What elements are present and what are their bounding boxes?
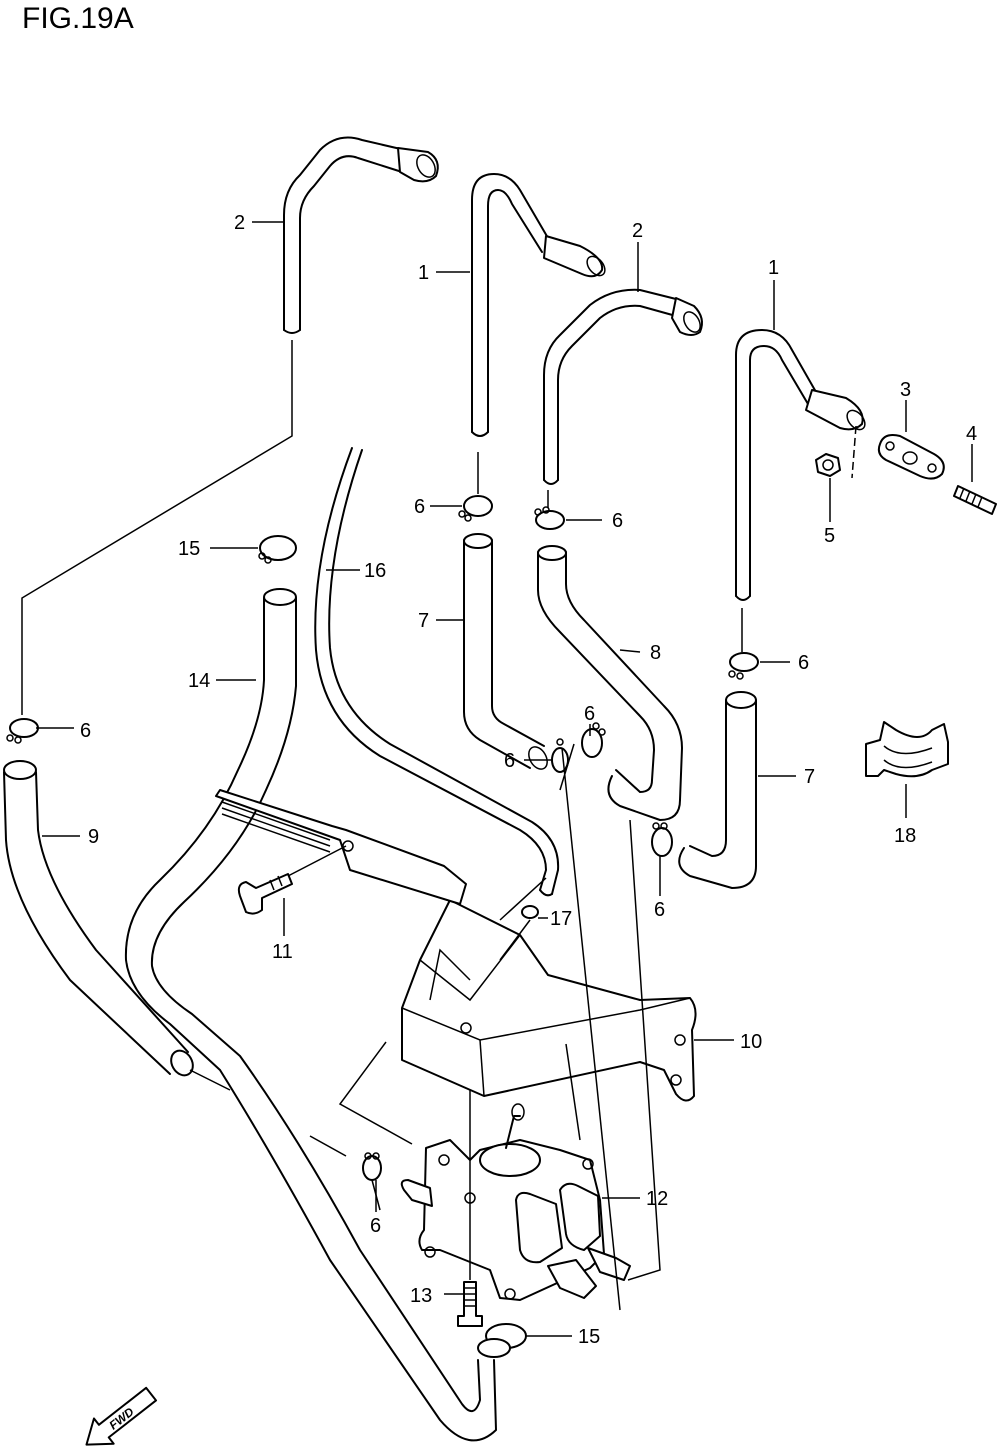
clip-part-6-e	[581, 722, 606, 758]
clamp-part-18	[865, 721, 949, 778]
hose-part-7-left	[463, 533, 548, 770]
callout-6-d: 6	[80, 720, 91, 742]
callout-6-c: 6	[798, 652, 809, 674]
hose-part-7-right	[678, 691, 757, 889]
clip-part-6-f	[551, 738, 569, 773]
clip-part-6-b	[534, 506, 565, 530]
callout-14: 14	[188, 670, 210, 692]
callout-12: 12	[646, 1188, 668, 1210]
callout-6-e: 6	[584, 703, 595, 725]
clip-part-6-c	[728, 652, 759, 680]
bolt-part-11	[237, 845, 347, 915]
clip-part-6-h	[362, 1152, 382, 1181]
callout-16: 16	[364, 560, 386, 582]
callout-10: 10	[740, 1031, 762, 1053]
callout-2-center: 2	[632, 220, 643, 242]
callout-1-left: 1	[418, 262, 429, 284]
callout-1-right: 1	[768, 257, 779, 279]
callout-6-a: 6	[414, 496, 425, 518]
tube-part-16	[314, 447, 560, 897]
hose-part-1-left	[471, 173, 606, 437]
hose-part-14	[124, 588, 511, 1442]
clip-part-6-a	[458, 495, 493, 522]
callout-2-left: 2	[234, 212, 245, 234]
figure-title: FIG.19A	[22, 2, 134, 35]
clip-part-6-d	[6, 718, 39, 744]
bolt-part-13	[457, 1281, 483, 1327]
callout-17: 17	[550, 908, 572, 930]
hose-part-8	[537, 545, 683, 821]
valve-part-12	[400, 1103, 631, 1301]
hose-part-9	[3, 760, 194, 1077]
callout-7-right: 7	[804, 766, 815, 788]
callout-4: 4	[966, 423, 977, 445]
stud-bolt-part-4	[953, 485, 997, 515]
strap-bracket	[215, 789, 467, 905]
callout-9: 9	[88, 826, 99, 848]
callout-5: 5	[824, 525, 835, 547]
callout-6-h: 6	[370, 1215, 381, 1237]
callout-18: 18	[894, 825, 916, 847]
callout-8: 8	[650, 642, 661, 664]
callout-6-f: 6	[504, 750, 515, 772]
grommet-part-17	[521, 905, 539, 919]
hose-part-1-right	[735, 329, 866, 601]
gasket-part-3	[877, 434, 945, 480]
callout-15-bottom: 15	[578, 1326, 600, 1348]
callout-7-left: 7	[418, 610, 429, 632]
assembly-lines	[21, 340, 743, 1311]
callout-11: 11	[272, 941, 293, 963]
callout-13: 13	[410, 1285, 432, 1307]
forward-arrow-icon: FWD	[85, 1386, 158, 1446]
callout-15-top: 15	[178, 538, 200, 560]
callout-6-b: 6	[612, 510, 623, 532]
bracket-part-10	[401, 899, 697, 1102]
callout-3: 3	[900, 379, 911, 401]
clamp-part-15-top	[258, 535, 297, 564]
nut-part-5	[815, 453, 841, 477]
hose-part-2-left	[283, 136, 439, 334]
callout-6-g: 6	[654, 899, 665, 921]
callout-leaders	[36, 221, 973, 1337]
clip-part-6-g	[651, 822, 673, 857]
hose-part-2-center	[543, 288, 703, 485]
